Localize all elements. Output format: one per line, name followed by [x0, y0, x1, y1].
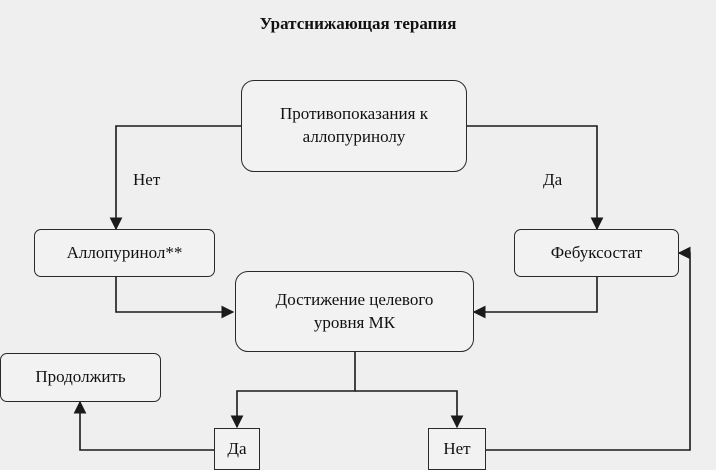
node-febuxostat-text: Фебуксостат [550, 242, 643, 262]
node-no-text: Нет [443, 438, 471, 458]
edge-target-to-no [355, 390, 464, 429]
node-no: Нет [428, 428, 486, 470]
node-febuxostat: Фебуксостат [514, 229, 679, 277]
edge-target-split [230, 352, 356, 429]
edge-label-no: Нет [133, 170, 161, 189]
node-allopurinol-text: Аллопуринол** [66, 242, 183, 262]
edge-contra-to-febuxostat [467, 125, 604, 231]
node-contraindications-text: Противопоказания к аллопуринолу [280, 104, 428, 146]
edge-febuxostat-to-target [472, 277, 598, 319]
edge-allopurinol-to-target [115, 277, 235, 319]
node-yes: Да [214, 428, 260, 470]
node-target-level-text: Достижение целевого уровня МК [275, 289, 434, 332]
node-yes-text: Да [227, 438, 247, 458]
node-continue: Продолжить [0, 353, 161, 402]
node-allopurinol: Аллопуринол** [34, 229, 215, 277]
edge-yes-to-continue [73, 400, 214, 451]
node-continue-text: Продолжить [35, 367, 126, 387]
diagram-title: Уратснижающая терапия [259, 14, 457, 33]
node-contraindications: Противопоказания к аллопуринолу [241, 80, 467, 172]
edge-no-to-febuxostat [486, 246, 691, 451]
node-target-level: Достижение целевого уровня МК [235, 271, 474, 352]
edge-contra-to-allopurinol [109, 125, 241, 231]
edge-label-yes: Да [543, 170, 563, 189]
